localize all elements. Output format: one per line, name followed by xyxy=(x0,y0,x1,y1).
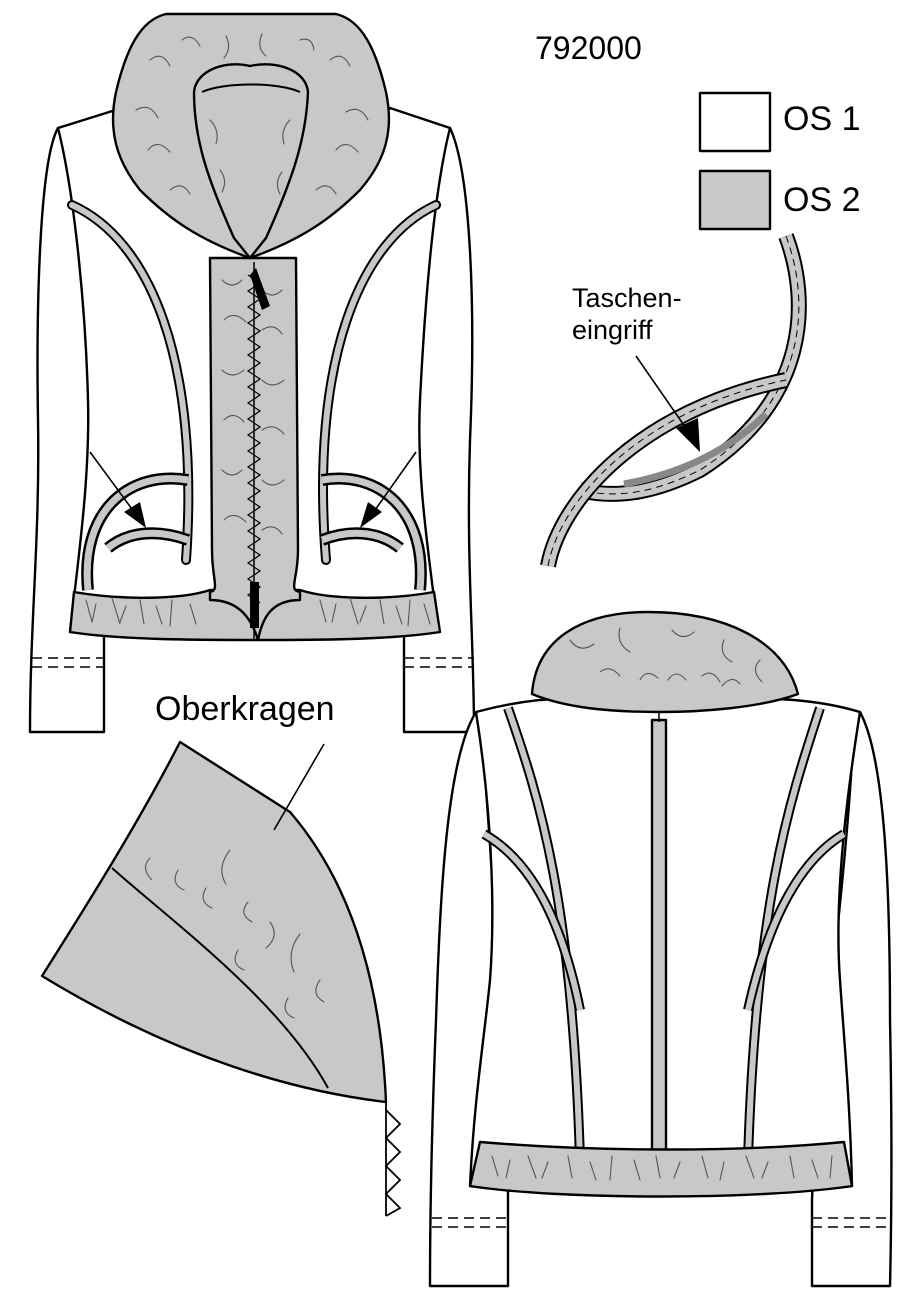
legend-swatch-os1 xyxy=(698,91,772,153)
legend-os1-label: OS 1 xyxy=(783,100,861,138)
upper-collar-label: Oberkragen xyxy=(155,690,335,728)
arrow-icon xyxy=(360,502,382,528)
pocket-label-line1: Taschen- xyxy=(572,283,682,313)
model-number: 792000 xyxy=(535,30,642,66)
pocket-detail-drawing xyxy=(540,233,807,568)
collar-detail-drawing xyxy=(40,740,402,1217)
pocket-label-line2: eingriff xyxy=(572,315,653,345)
pocket-opening-label: Taschen- eingriff xyxy=(572,282,682,346)
zipper-icon xyxy=(246,262,270,640)
back-view-drawing xyxy=(428,610,893,1288)
arrow-icon xyxy=(124,502,146,528)
arrow-icon xyxy=(676,418,700,452)
front-view-drawing xyxy=(28,12,476,734)
legend-os2-label: OS 2 xyxy=(783,181,861,219)
legend-swatch-os2 xyxy=(698,169,772,231)
